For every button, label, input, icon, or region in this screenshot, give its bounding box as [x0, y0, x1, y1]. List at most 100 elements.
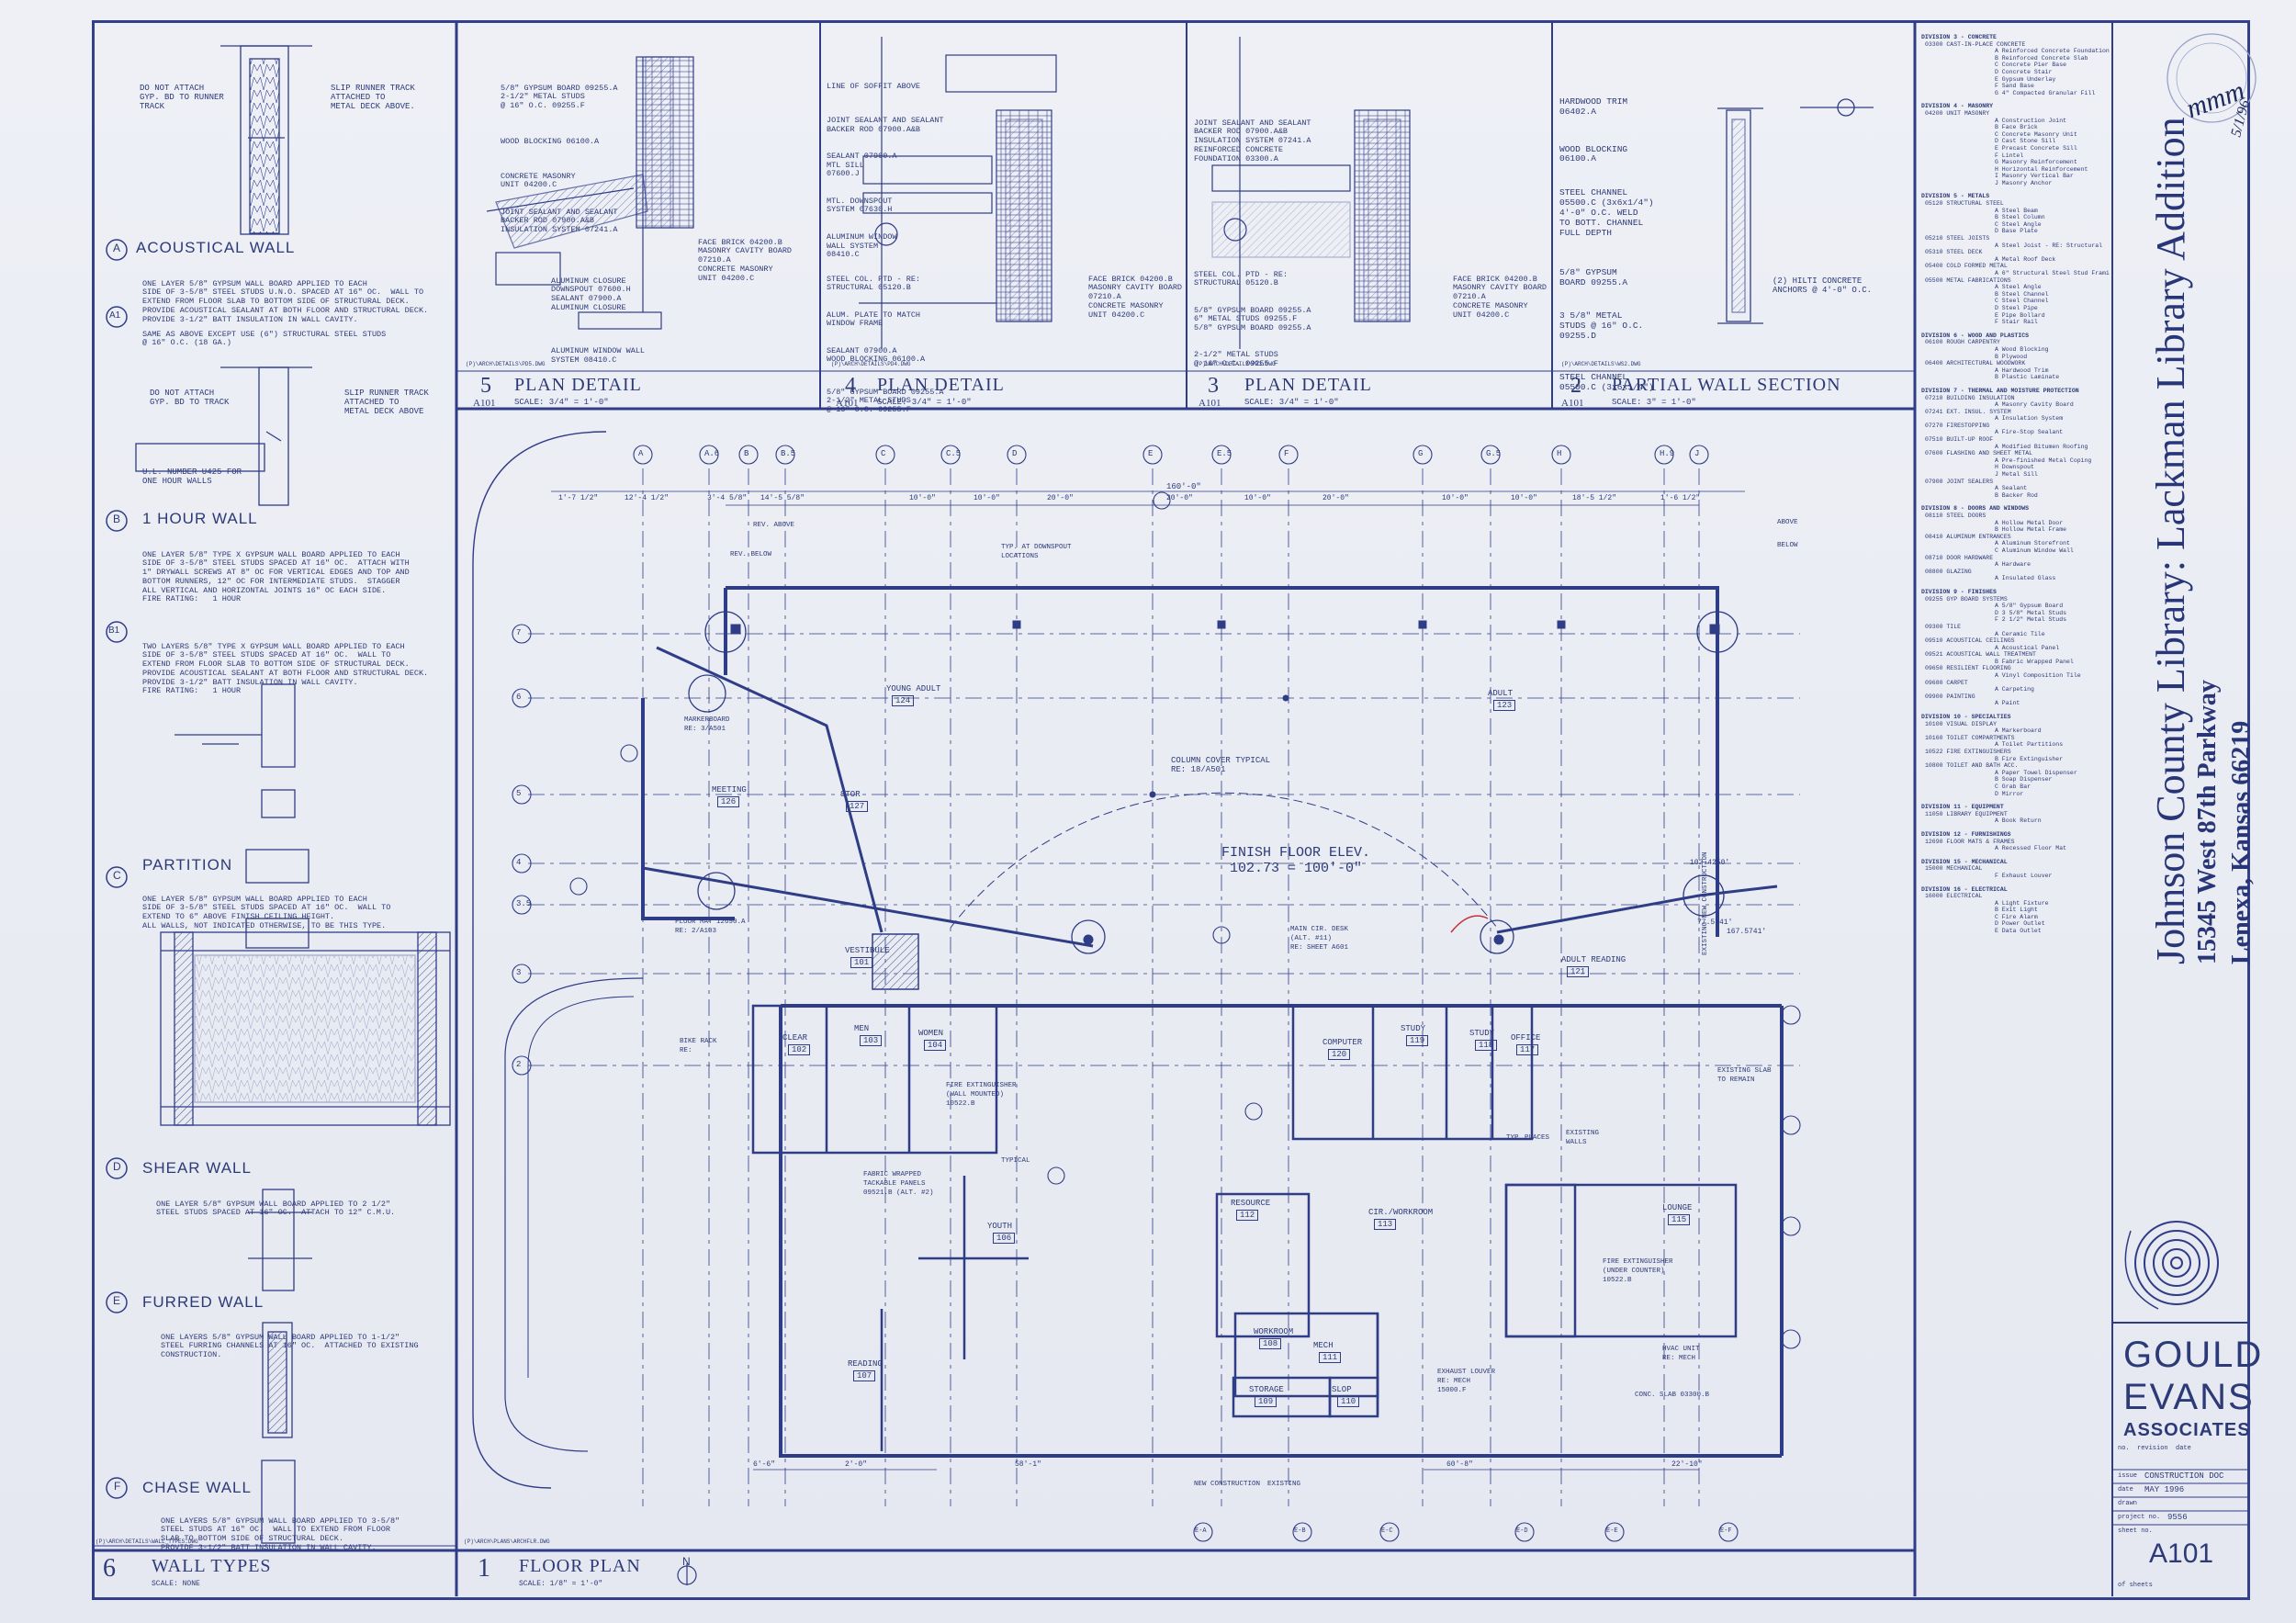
plan-note: LOCATIONS	[1001, 553, 1039, 560]
plan-note: 15000.F	[1437, 1387, 1467, 1394]
grid-bubble-label: 3	[516, 968, 522, 977]
keynote-entry: C Steel Angle	[1995, 220, 2042, 228]
detail-title: PARTIAL WALL SECTION	[1612, 375, 1841, 395]
detail-sheet-ref: A101	[1561, 398, 1584, 409]
keynote-entry: A Aluminum Storefront	[1995, 540, 2070, 547]
sheet-number: A101	[2149, 1538, 2214, 1569]
grid-bubble-label: H	[1557, 449, 1562, 458]
keynote-entry: G 4" Compacted Granular Fill	[1995, 89, 2096, 96]
keynote-entry: 10160 TOILET COMPARTMENTS	[1925, 734, 2015, 741]
room-name: WOMEN	[918, 1029, 944, 1038]
keynote-entry: A Toilet Partitions	[1995, 741, 2064, 749]
keynote-entry: 06100 ROUGH CARPENTRY	[1925, 339, 2000, 346]
dimension-text: 1'-6 1/2"	[1660, 494, 1701, 502]
firm-name-line1: GOULD	[2123, 1335, 2264, 1375]
keynote-entry: B Plywood	[1995, 353, 2028, 360]
dimension-text: 10'-0"	[1511, 494, 1537, 502]
plan-note: RE: 3/A501	[684, 726, 726, 733]
plan-note: PLACES	[1525, 1134, 1550, 1142]
keynote-entry: B Plastic Laminate	[1995, 374, 2060, 381]
plan-note: 10522.B	[946, 1100, 975, 1108]
plan-note: MARKERBOARD	[684, 716, 730, 724]
dimension-text: 12'-4 1/2"	[625, 494, 670, 502]
plan-note: ABOVE	[1777, 519, 1798, 526]
keynote-entry: F Sand Base	[1995, 83, 2034, 90]
project-address: 15345 West 87th Parkway	[2193, 680, 2222, 964]
grid-bubble-label: 6	[516, 693, 522, 702]
wall-type-desc: ONE LAYER 5/8" GYPSUM WALL BOARD APPLIED…	[142, 894, 391, 930]
issue-label: issue	[2118, 1472, 2138, 1480]
room-number: 121	[1567, 966, 1590, 978]
keynote-entry: A Construction Joint	[1995, 117, 2067, 124]
wall-type-desc: ONE LAYER 5/8" GYPSUM WALL BOARD APPLIED…	[156, 1199, 396, 1218]
keynote-entry: B Steel Column	[1995, 214, 2045, 221]
keynote-entry: DIVISION 8 - DOORS AND WINDOWS	[1921, 505, 2030, 513]
plan-note: EXISTING SLAB	[1717, 1067, 1772, 1075]
keynote-entry: A Steel Joist - RE: Structural	[1995, 242, 2103, 249]
keynote-entry: 09255 GYP BOARD SYSTEMS	[1925, 595, 2008, 603]
wall-type-tag: A	[113, 242, 121, 254]
keynote-entry: 05400 COLD FORMED METAL	[1925, 263, 2008, 270]
project-no-value: 9556	[2167, 1513, 2188, 1522]
grid-bubble-label: E-A	[1195, 1527, 1207, 1535]
project-city: Lenexa, Kansas 66219	[2227, 720, 2256, 964]
grid-bubble-label: B.5	[781, 449, 796, 458]
wall-type-desc: ONE LAYERS 5/8" GYPSUM WALL BOARD APPLIE…	[161, 1516, 400, 1552]
keynote-entry: B Reinforced Concrete Slab	[1995, 54, 2088, 62]
room-name: WORKROOM	[1254, 1327, 1294, 1336]
keynote-entry: 16000 ELECTRICAL	[1925, 893, 1983, 900]
keynote-entry: A Markerboard	[1995, 727, 2042, 735]
keynote-entry: F Stair Rail	[1995, 319, 2038, 326]
grid-bubble-label: 4	[516, 858, 522, 867]
room-name: OFFICE	[1511, 1033, 1541, 1043]
finish-floor-note: FINISH FLOOR ELEV.102.73 = 100'-0"	[1221, 844, 1371, 876]
keynote-entry: 09680 CARPET	[1925, 679, 1968, 686]
keynote-entry: E Gypsum Underlay	[1995, 75, 2056, 83]
keynote-entry: DIVISION 7 - THERMAL AND MOISTURE PROTEC…	[1921, 387, 2079, 394]
grid-bubble-label: E-F	[1720, 1527, 1732, 1535]
keynote-entry: A Book Return	[1995, 817, 2042, 825]
plan-note: TYP. AT DOWNSPOUT	[1001, 544, 1072, 551]
keynote-entry: DIVISION 15 - MECHANICAL	[1921, 858, 2008, 865]
wall-type-name: SHEAR WALL	[142, 1159, 252, 1177]
keynote-entry: 11050 LIBRARY EQUIPMENT	[1925, 810, 2008, 817]
room-number: 124	[892, 695, 915, 707]
keynote-entry: A Paper Towel Dispenser	[1995, 769, 2077, 776]
dimension-text: 1'-7 1/2"	[558, 494, 599, 502]
keynote-entry: B Backer Rod	[1995, 491, 2038, 499]
plan-note: RE: 2/A103	[675, 928, 717, 935]
dimension-text: 6'-6"	[753, 1460, 776, 1469]
keynote-entry: B Fire Extinguisher	[1995, 755, 2064, 762]
room-name: READING	[848, 1359, 883, 1369]
room-number: 108	[1259, 1338, 1282, 1350]
keynote-entry: 07600 FLASHING AND SHEET METAL	[1925, 450, 2033, 457]
keynote-entry: B Exit Light	[1995, 907, 2038, 914]
keynote-entry: 10100 VISUAL DISPLAY	[1925, 720, 1998, 727]
keynote-entry: E Data Outlet	[1995, 928, 2042, 935]
keynote-entry: A 6" Structural Steel Stud Framing	[1995, 270, 2110, 276]
grid-bubble-label: 2	[516, 1060, 522, 1069]
sheet-border	[92, 20, 2250, 1600]
floor-plan-scale: SCALE: 1/8" = 1'-0"	[519, 1580, 603, 1588]
keynote-entry: 09900 PAINTING	[1925, 693, 1975, 700]
keynote-entry: A Insulation System	[1995, 415, 2064, 423]
keynote-entry: A Masonry Cavity Board	[1995, 401, 2074, 409]
wall-type-desc: SAME AS ABOVE EXCEPT USE (6") STRUCTURAL…	[142, 329, 387, 348]
room-number: 110	[1337, 1396, 1360, 1408]
plan-note: HVAC UNIT	[1662, 1346, 1700, 1353]
plan-note: WALLS	[1566, 1139, 1587, 1146]
plan-note: EXISTING NEW CONSTRUCTION	[1702, 851, 1709, 955]
keynote-entry: C Steel Channel	[1995, 298, 2049, 305]
firm-name-line2: EVANS	[2123, 1377, 2255, 1417]
wall-type-name: CHASE WALL	[142, 1479, 252, 1496]
keynote-entry: A Pre-finished Metal Coping	[1995, 456, 2092, 464]
keynote-entry: A 5/8" Gypsum Board	[1995, 603, 2064, 610]
room-name: YOUNG ADULT	[886, 684, 941, 693]
keynote-entry: E Pipe Bollard	[1995, 311, 2045, 319]
grid-bubble-label: C.5	[946, 449, 962, 458]
keynote-entry: C Grab Bar	[1995, 783, 2032, 790]
